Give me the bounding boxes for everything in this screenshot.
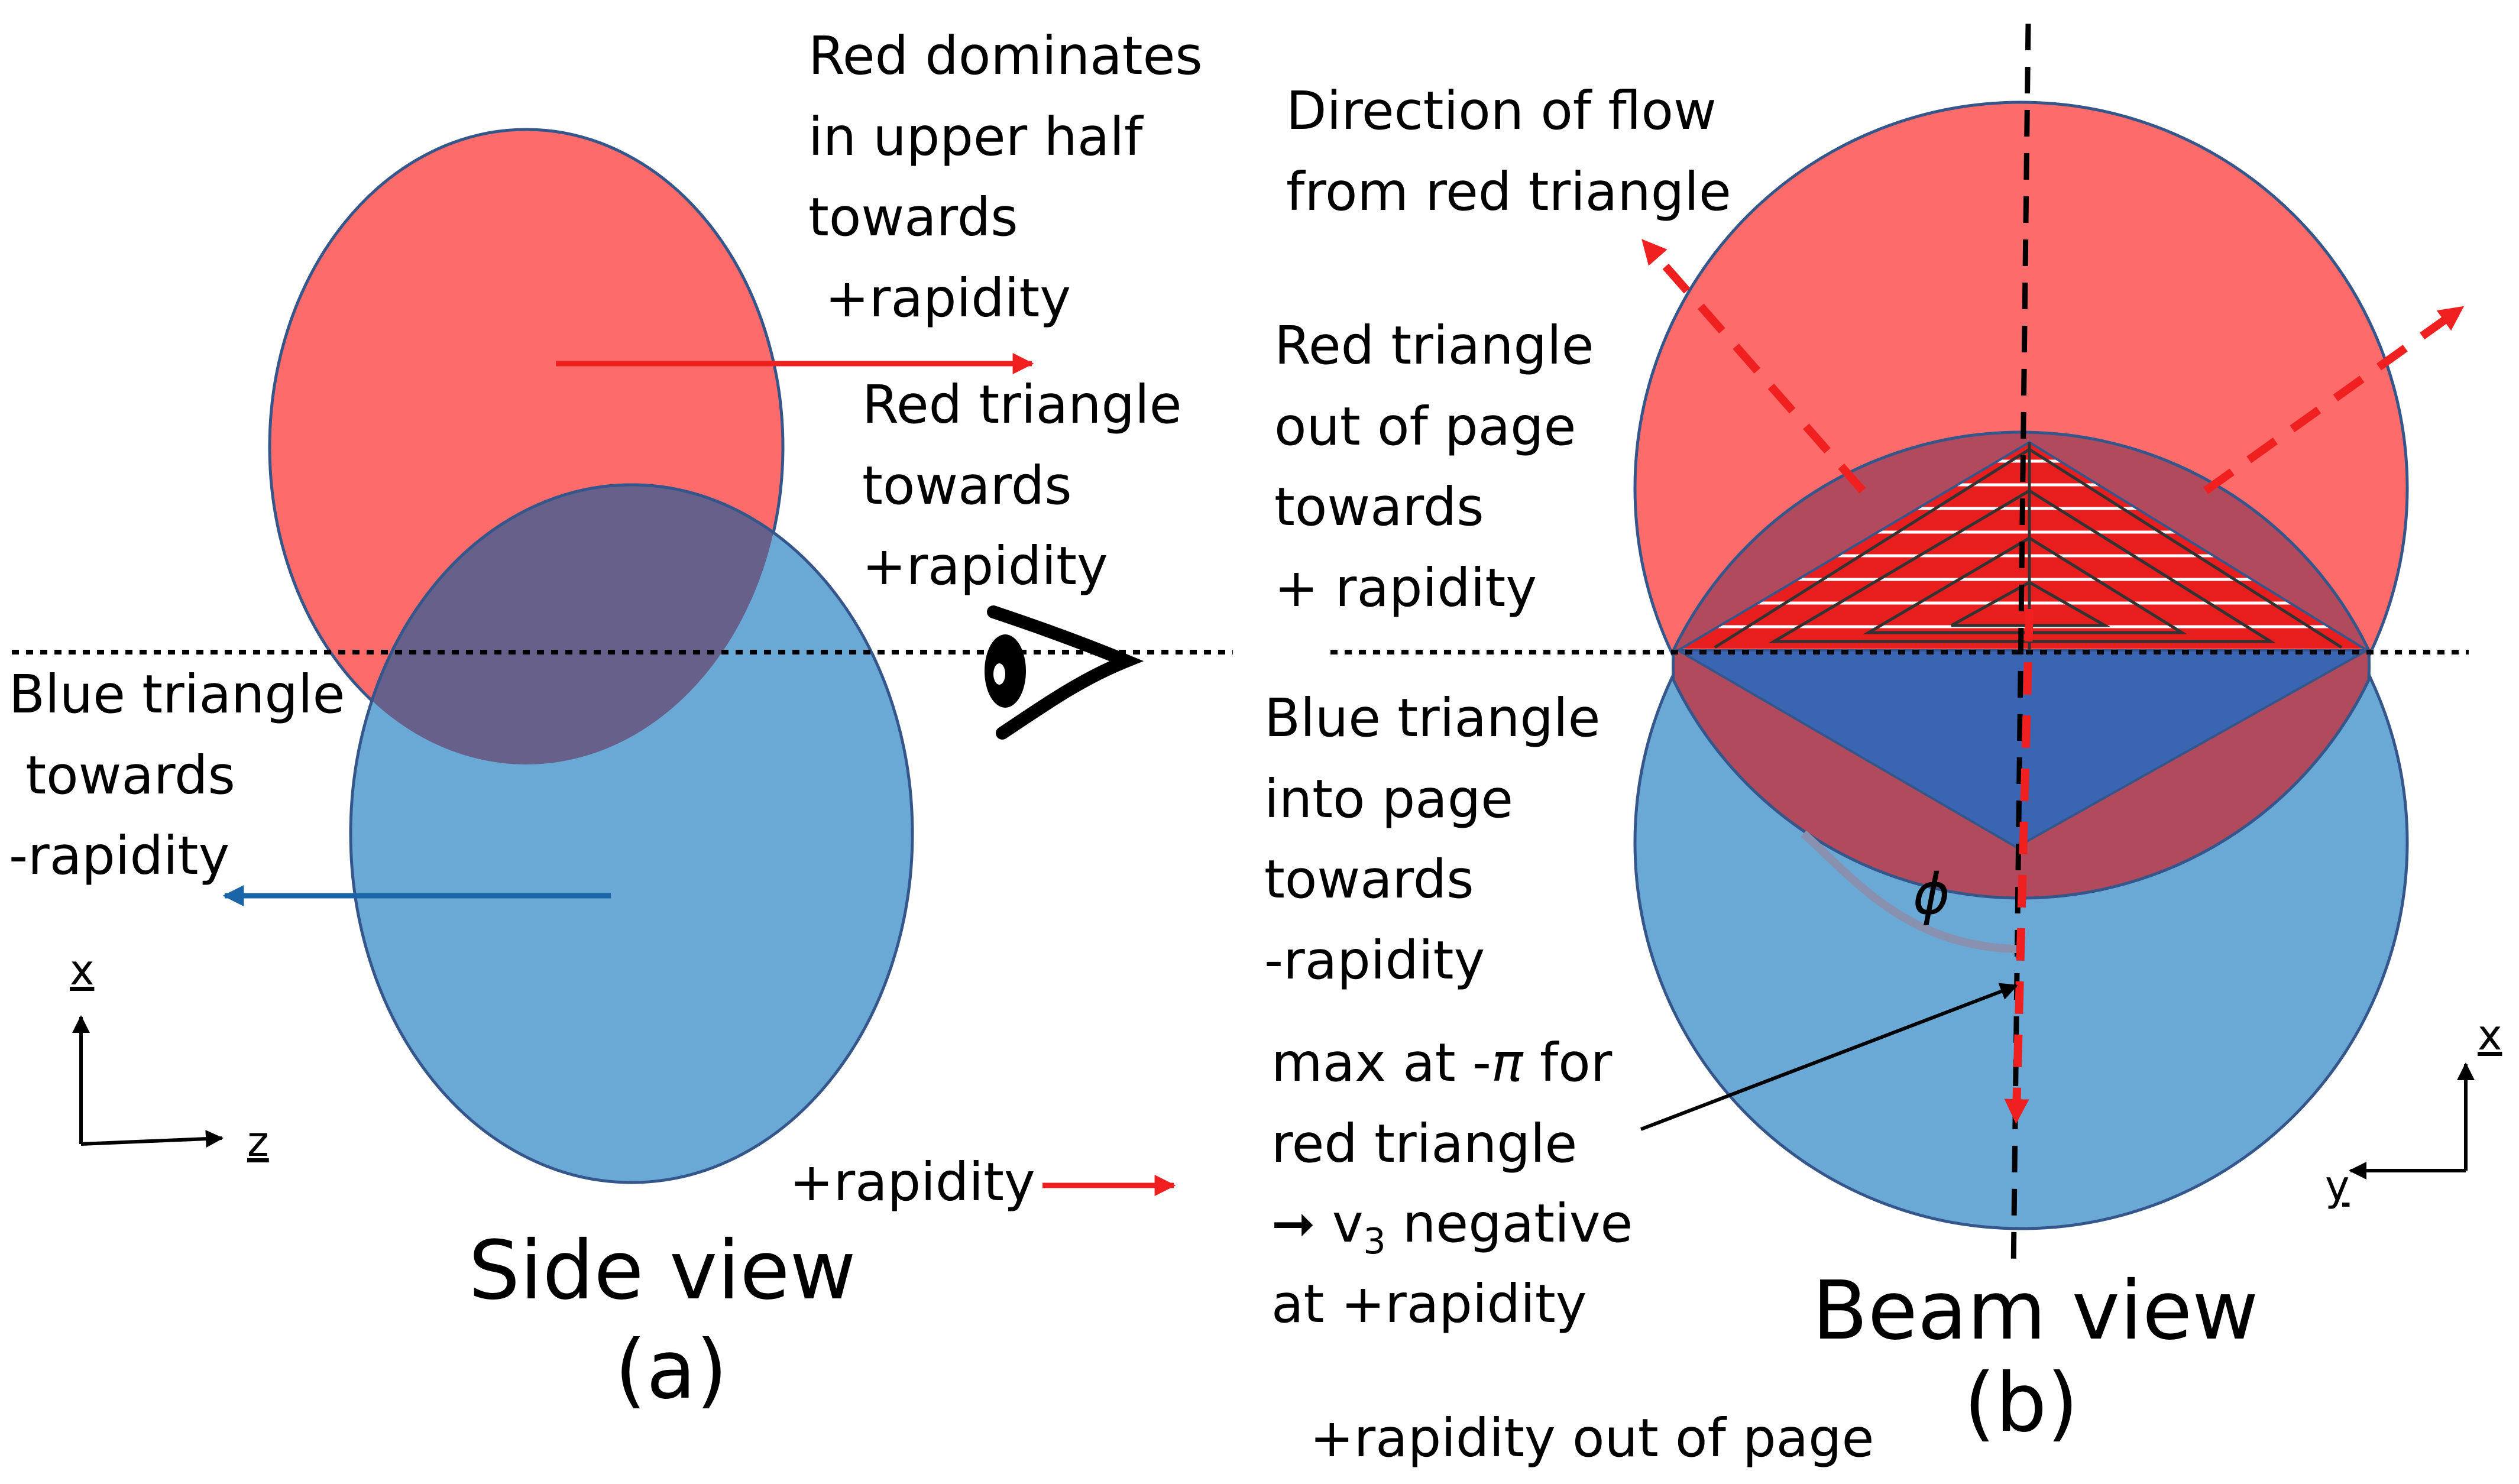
axis-indicator-side: x z — [70, 946, 269, 1166]
blue-triangle-beam-line-1: Blue triangle — [1264, 687, 1600, 749]
axis-x-label-side: x — [70, 946, 94, 994]
blue-triangle-side-line-1: Blue triangle — [9, 663, 345, 725]
blue-triangle-side-line-3: -rapidity — [9, 825, 229, 886]
rapidity-direction-label: +rapidity — [789, 1151, 1035, 1213]
flow-arrow-down — [2004, 608, 2034, 1124]
red-triangle-beam-line-2: out of page — [1274, 396, 1576, 457]
side-view-caption: Side view — [468, 1224, 856, 1318]
blue-triangle-side-line-2: towards — [9, 744, 235, 806]
axis-x-label-beam: x — [2478, 1011, 2502, 1059]
red-dominates-line-4: +rapidity — [808, 267, 1071, 329]
rapidity-out-of-page-note: +rapidity out of page — [1310, 1407, 1874, 1469]
axis-y-label-beam: y — [2325, 1162, 2349, 1210]
max-note-line-1: max at -π for — [1271, 1032, 1613, 1093]
red-triangle-beam-line-3: towards — [1274, 476, 1484, 537]
flow-direction-line-1: Direction of flow — [1286, 80, 1717, 141]
blue-triangle-beam-line-3: towards — [1264, 848, 1474, 910]
blue-triangle-beam-line-4: -rapidity — [1264, 929, 1485, 991]
red-triangle-side-line-3: +rapidity — [862, 535, 1108, 597]
red-triangle-median-left — [1714, 448, 2031, 649]
eye-icon — [985, 605, 1144, 740]
side-view-panel: Red dominates in upper half towards +rap… — [9, 25, 1233, 1417]
max-note-line-2: red triangle — [1271, 1113, 1577, 1174]
axis-indicator-beam: x y — [2325, 1011, 2502, 1210]
beam-view-panel: ϕ Direction of flow from red triangle Re… — [1264, 23, 2502, 1469]
phi-angle-arc — [1801, 830, 2017, 953]
side-view-panel-label: (a) — [615, 1323, 728, 1417]
phi-symbol: ϕ — [1913, 862, 1950, 927]
max-pointer-arrow — [1640, 983, 2018, 1131]
max-note-line-3: ➞ v3 negative — [1271, 1193, 1633, 1262]
beam-view-caption: Beam view — [1812, 1264, 2259, 1358]
red-dominates-line-2: in upper half — [808, 106, 1144, 167]
axis-z-label-side: z — [247, 1117, 269, 1166]
red-triangle-side-line-2: towards — [862, 455, 1072, 516]
red-triangle-median-right — [2028, 448, 2343, 649]
blue-triangle-beam-line-2: into page — [1264, 768, 1513, 830]
red-dominates-line-3: towards — [808, 186, 1018, 248]
red-triangle-side-line-1: Red triangle — [862, 374, 1182, 435]
max-note-line-4: at +rapidity — [1271, 1273, 1586, 1334]
red-triangle-beam-line-1: Red triangle — [1274, 315, 1594, 376]
beam-view-panel-label: (b) — [1964, 1356, 2078, 1450]
flow-direction-line-2: from red triangle — [1286, 161, 1731, 222]
red-triangle-beam-line-4: + rapidity — [1274, 557, 1537, 618]
red-dominates-line-1: Red dominates — [808, 25, 1203, 86]
flow-arrow-up-left — [1641, 239, 1866, 494]
